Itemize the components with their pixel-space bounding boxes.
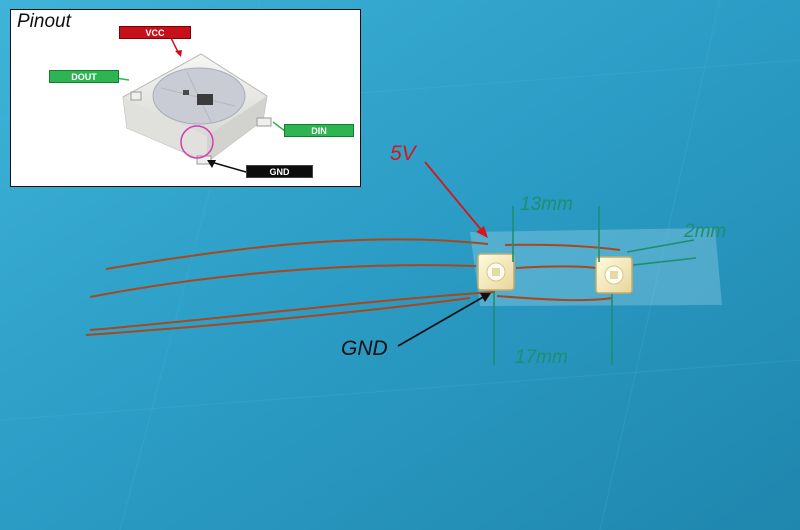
led-package-illustration — [108, 37, 286, 173]
dimension-2mm: 2mm — [684, 221, 727, 242]
wire-extra — [85, 297, 471, 336]
wire-link-top — [504, 243, 621, 251]
dout-label: DOUT — [49, 70, 119, 83]
pinout-inset: Pinout VCC DOUT DIN GND — [10, 9, 361, 187]
arrow-gnd — [397, 293, 491, 347]
dim-2-top — [626, 239, 695, 253]
label-5v: 5V — [390, 142, 416, 165]
wire-data-in — [89, 264, 477, 298]
wire-link-mid — [515, 265, 597, 269]
gnd-pin-label: GND — [246, 165, 313, 178]
vcc-label: VCC — [119, 26, 191, 39]
arrow-5v — [424, 161, 488, 238]
dimension-13mm: 13mm — [520, 194, 573, 215]
dimension-lines — [493, 206, 697, 365]
pinout-title: Pinout — [17, 11, 71, 32]
din-label: DIN — [284, 124, 354, 137]
led-chip-1 — [477, 253, 515, 291]
pin-din — [256, 117, 272, 127]
wire-vcc — [105, 238, 489, 270]
label-gnd: GND — [341, 337, 388, 360]
led-chip-2 — [595, 256, 633, 294]
pin-dout — [130, 91, 142, 101]
enamelled-wires — [85, 238, 621, 336]
dim-2-bottom — [632, 257, 697, 266]
wire-gnd — [89, 291, 496, 331]
led-die — [197, 94, 213, 105]
gnd-marker-circle — [180, 125, 214, 159]
wire-link-bottom — [496, 295, 613, 302]
dimension-17mm: 17mm — [515, 347, 568, 368]
